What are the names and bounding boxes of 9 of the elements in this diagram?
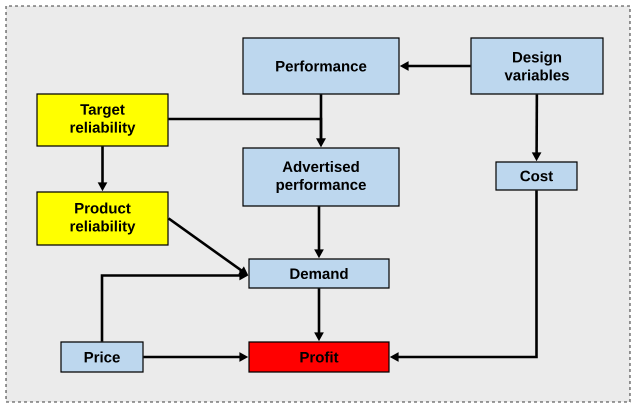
process-box: Profit — [248, 341, 390, 373]
process-box: Target reliability — [36, 93, 169, 147]
process-box: Price — [60, 341, 144, 373]
process-box: Design variables — [470, 37, 604, 95]
process-box: Advertised performance — [242, 147, 400, 207]
process-box: Product reliability — [36, 191, 169, 246]
process-box: Demand — [248, 258, 390, 289]
process-box: Cost — [495, 161, 578, 191]
process-box: Performance — [242, 37, 400, 95]
